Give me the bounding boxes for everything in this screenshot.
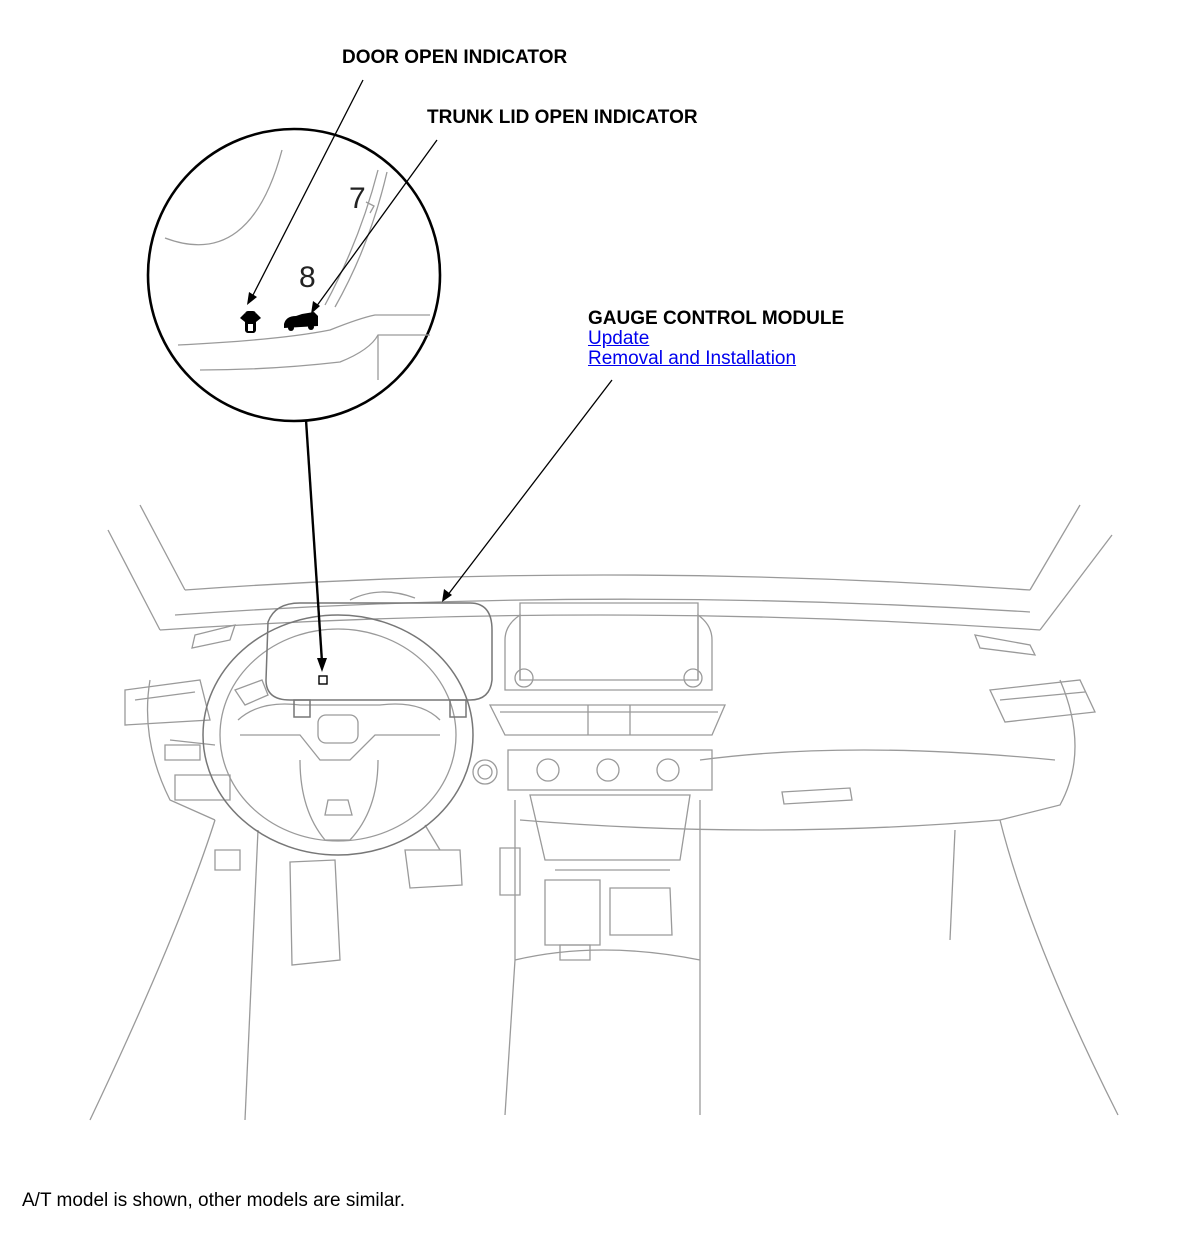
door-open-indicator-label: DOOR OPEN INDICATOR bbox=[342, 47, 568, 68]
update-link[interactable]: Update bbox=[588, 328, 650, 349]
trunk-lid-open-indicator-label: TRUNK LID OPEN INDICATOR bbox=[427, 107, 698, 128]
steering-wheel bbox=[202, 614, 474, 856]
gauge-control-module-label: GAUGE CONTROL MODULE bbox=[588, 308, 845, 329]
magnified-detail bbox=[146, 127, 442, 423]
door-open-icon bbox=[240, 311, 261, 333]
trunk-open-icon bbox=[284, 312, 318, 331]
footnote: A/T model is shown, other models are sim… bbox=[22, 1190, 405, 1211]
gauge-number-eight: 8 bbox=[299, 261, 316, 294]
gauge-number-seven: 7 bbox=[349, 182, 366, 215]
gauge-control-module bbox=[265, 591, 493, 718]
dashboard-line-art bbox=[89, 504, 1119, 1121]
leader-lines bbox=[247, 79, 613, 672]
removal-and-installation-link[interactable]: Removal and Installation bbox=[588, 348, 797, 369]
